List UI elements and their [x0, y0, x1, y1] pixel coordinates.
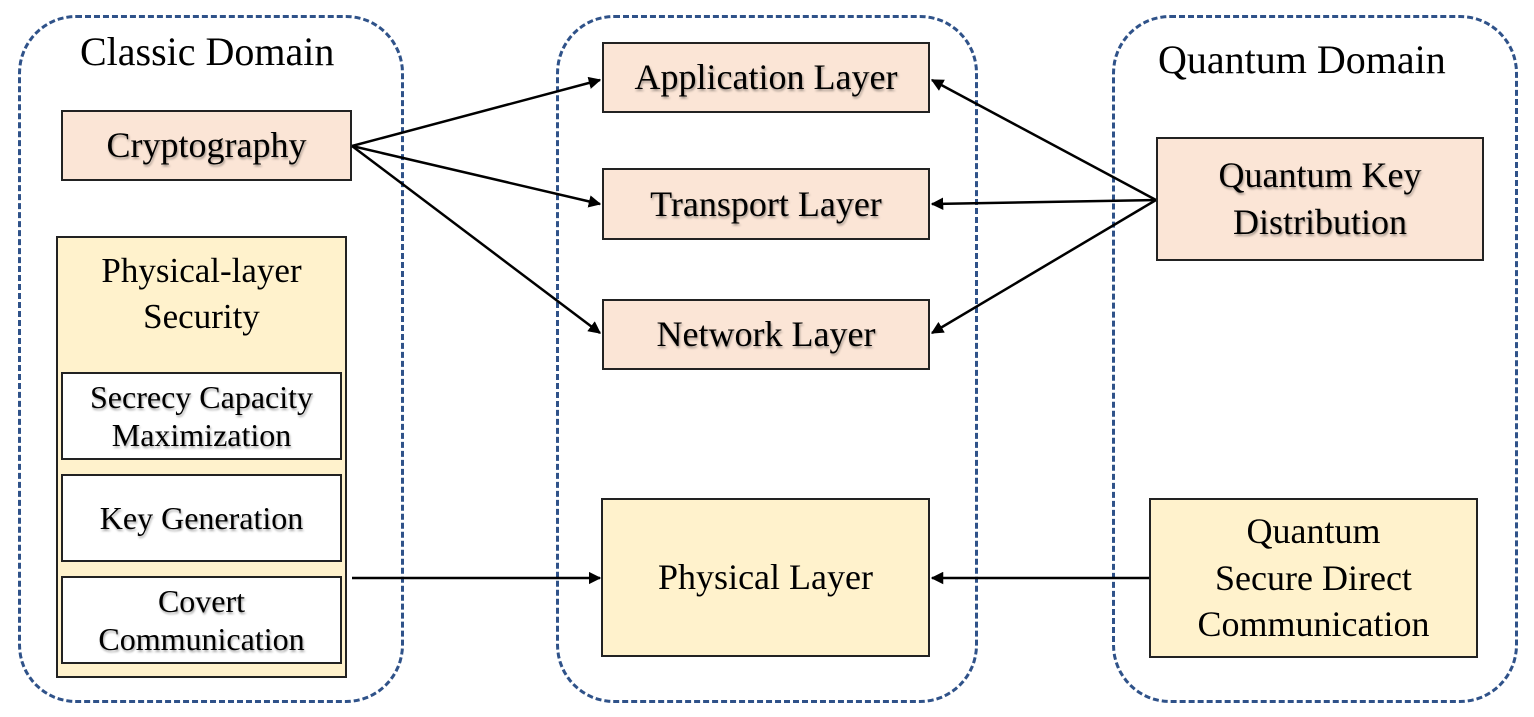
- arrow-qkd-to-network: [930, 198, 1157, 335]
- key-generation-box: Key Generation: [61, 474, 342, 562]
- secrecy-capacity-box: Secrecy Capacity Maximization: [61, 372, 342, 460]
- quantum-key-distribution-box: Quantum Key Distribution: [1156, 137, 1484, 261]
- protocol-layers-region: [556, 15, 978, 703]
- cryptography-box: Cryptography: [61, 110, 352, 181]
- transport-layer-box: Transport Layer: [602, 168, 930, 240]
- covert-communication-box: Covert Communication: [61, 576, 342, 664]
- arrow-crypto-to-network: [351, 145, 601, 334]
- physical-layer-security-title: Physical-layer Security: [101, 251, 302, 336]
- application-layer-box: Application Layer: [602, 42, 930, 113]
- physical-layer-box: Physical Layer: [601, 498, 930, 657]
- arrow-crypto-to-transport: [351, 144, 602, 208]
- qsdc-box: Quantum Secure Direct Communication: [1149, 498, 1478, 658]
- classic-domain-title: Classic Domain: [80, 29, 335, 74]
- network-layer-box: Network Layer: [602, 299, 930, 370]
- arrow-qkd-to-application: [930, 78, 1157, 202]
- arrow-qkd-to-transport: [930, 197, 1157, 211]
- arrow-crypto-to-application: [351, 76, 602, 148]
- quantum-domain-title: Quantum Domain: [1158, 37, 1446, 82]
- classic-domain-region: [18, 15, 404, 703]
- quantum-domain-region: [1112, 15, 1518, 703]
